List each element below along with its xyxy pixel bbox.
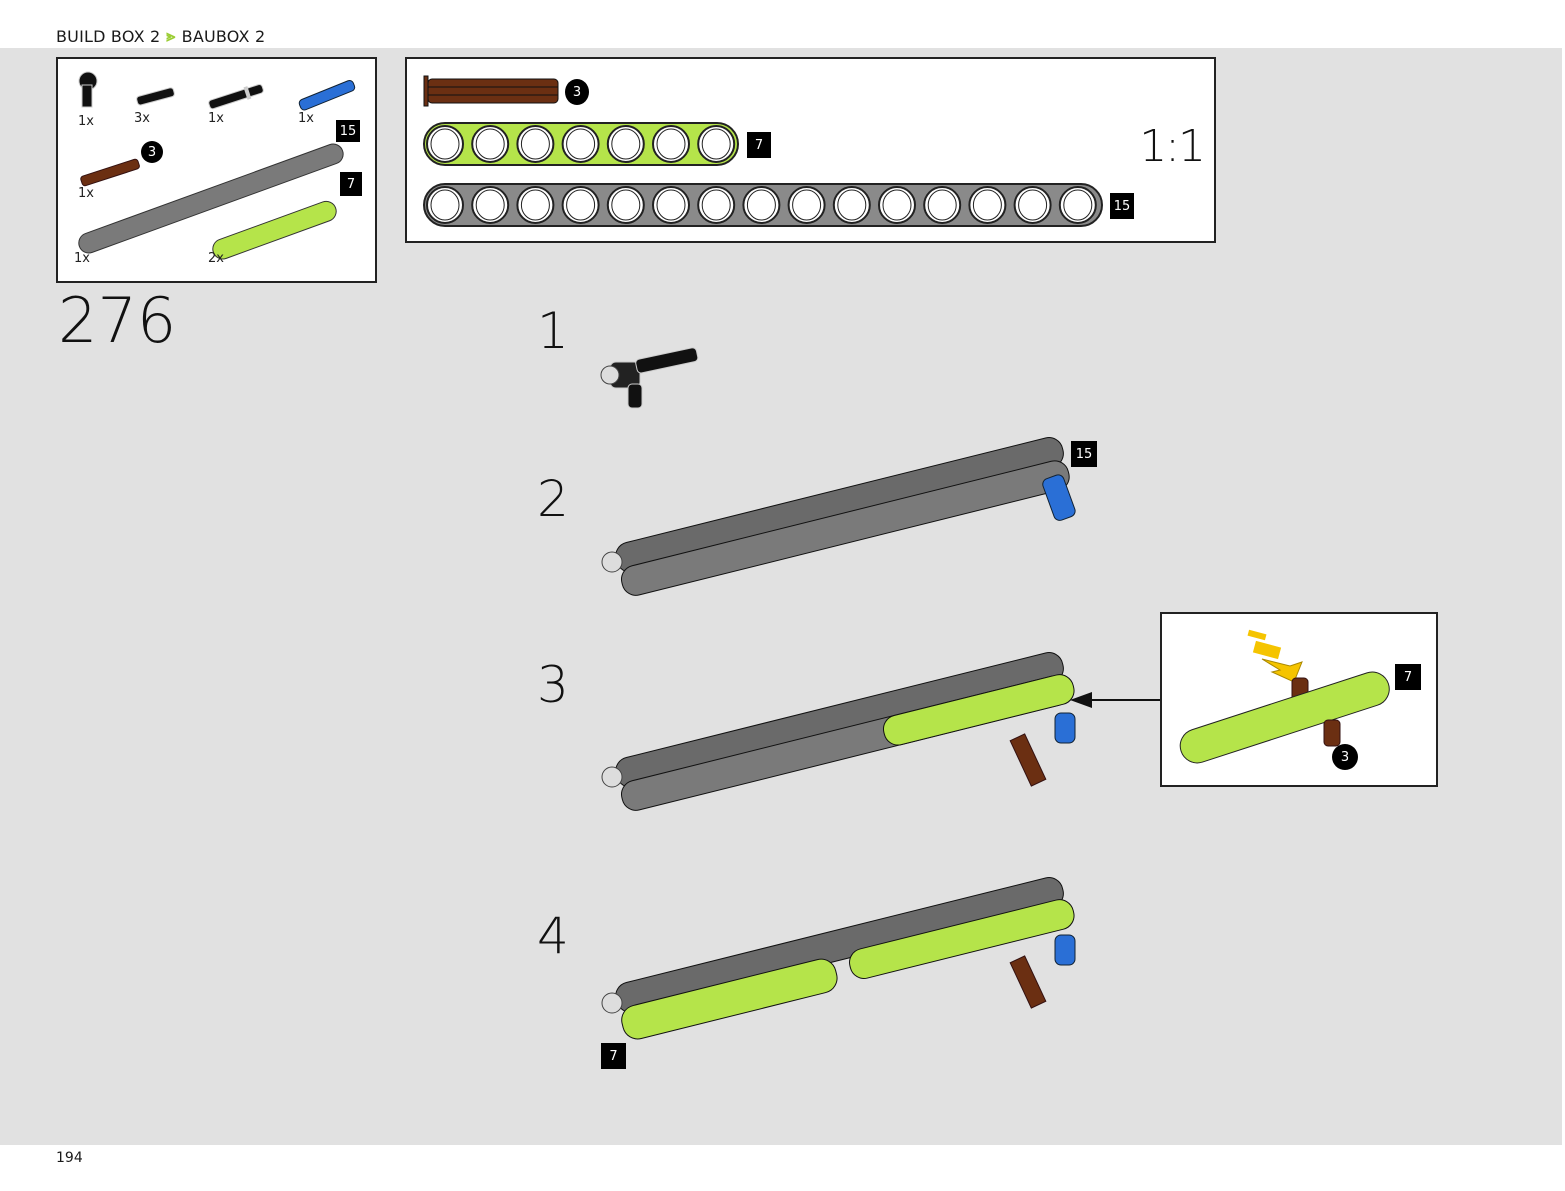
beam-hole-inner <box>475 128 505 160</box>
part-qty: 1x <box>74 251 90 266</box>
beam-hole-inner <box>1063 189 1093 221</box>
axle-length-badge: 3 <box>1332 744 1358 770</box>
beam-hole-inner <box>701 128 731 160</box>
beam-hole-inner <box>611 128 641 160</box>
arrow-down-icon <box>1247 629 1303 683</box>
beam-hole-inner <box>746 189 776 221</box>
brown-axle-scale <box>423 75 559 107</box>
substep-2-label: 2 <box>537 470 569 528</box>
brown-axle-part <box>80 158 140 187</box>
scale-parts <box>423 75 1103 227</box>
chevron-right-icon: ⪢ <box>166 26 176 45</box>
beam-hole-inner <box>792 189 822 221</box>
arrow-left-icon <box>1070 692 1162 708</box>
long-pin-stop-part <box>208 83 264 110</box>
beam-hole-inner <box>701 189 731 221</box>
friction-pin-part <box>136 87 175 106</box>
substep-4-label: 4 <box>537 907 569 965</box>
beam-hole-inner <box>611 189 641 221</box>
substep-1-label: 1 <box>537 302 569 360</box>
beam-hole-inner <box>882 189 912 221</box>
scale-reference-box: 3 7 15 1:1 <box>405 57 1216 243</box>
gray-beam-15-part <box>78 143 344 254</box>
beam-hole-inner <box>972 189 1002 221</box>
beam-length-badge: 7 <box>1395 664 1421 690</box>
beam-hole-inner <box>520 189 550 221</box>
substep-3-illustration <box>601 652 1076 811</box>
part-qty: 1x <box>78 114 94 129</box>
parts-list: 1x 3x 1x 1x 1x 1x 2x 3 15 7 <box>56 57 377 283</box>
beam-hole-inner <box>430 189 460 221</box>
axle-length-badge: 3 <box>565 79 589 105</box>
page-number: 194 <box>56 1150 83 1166</box>
scale-label: 1:1 <box>1139 121 1206 172</box>
blue-pin-part <box>298 79 356 111</box>
step-number: 276 <box>58 284 177 357</box>
beam-length-badge: 7 <box>747 132 771 158</box>
callout-illustration <box>1179 629 1390 764</box>
part-qty: 3x <box>134 111 150 126</box>
axle-length-badge: 3 <box>141 141 163 163</box>
substep-3-label: 3 <box>537 656 569 714</box>
beam-hole-inner <box>520 128 550 160</box>
part-qty: 2x <box>208 251 224 266</box>
beam-length-badge: 15 <box>1071 441 1097 467</box>
beam-length-badge: 15 <box>336 120 360 142</box>
beam-hole-inner <box>656 128 686 160</box>
beam-hole-inner <box>1018 189 1048 221</box>
parts-list-illustrations <box>78 71 356 260</box>
beam-hole-inner <box>430 128 460 160</box>
beam-hole-inner <box>837 189 867 221</box>
breadcrumb-item: BUILD BOX 2 <box>56 26 161 46</box>
substep-1-illustration <box>600 347 699 409</box>
breadcrumb-item: BAUBOX 2 <box>181 26 266 46</box>
lime-beam-7-part <box>212 200 337 260</box>
angle-connector-part <box>78 71 98 108</box>
beam-hole-inner <box>927 189 957 221</box>
callout-box: 7 3 <box>1160 612 1438 787</box>
substep-4-illustration <box>601 877 1076 1040</box>
lime-beam-scale <box>423 122 739 166</box>
beam-hole-inner <box>566 189 596 221</box>
substep-2-illustration <box>601 437 1076 596</box>
part-qty: 1x <box>298 111 314 126</box>
beam-length-badge: 7 <box>340 172 362 196</box>
beam-hole-inner <box>656 189 686 221</box>
gray-beam-scale <box>423 183 1103 227</box>
part-qty: 1x <box>208 111 224 126</box>
beam-hole-inner <box>566 128 596 160</box>
beam-length-badge: 7 <box>601 1043 626 1069</box>
beam-length-badge: 15 <box>1110 193 1134 219</box>
breadcrumb: BUILD BOX 2 ⪢ BAUBOX 2 <box>56 26 265 46</box>
page-header: BUILD BOX 2 ⪢ BAUBOX 2 <box>0 0 1565 48</box>
page-footer <box>0 1145 1565 1191</box>
beam-hole-inner <box>475 189 505 221</box>
part-qty: 1x <box>78 186 94 201</box>
